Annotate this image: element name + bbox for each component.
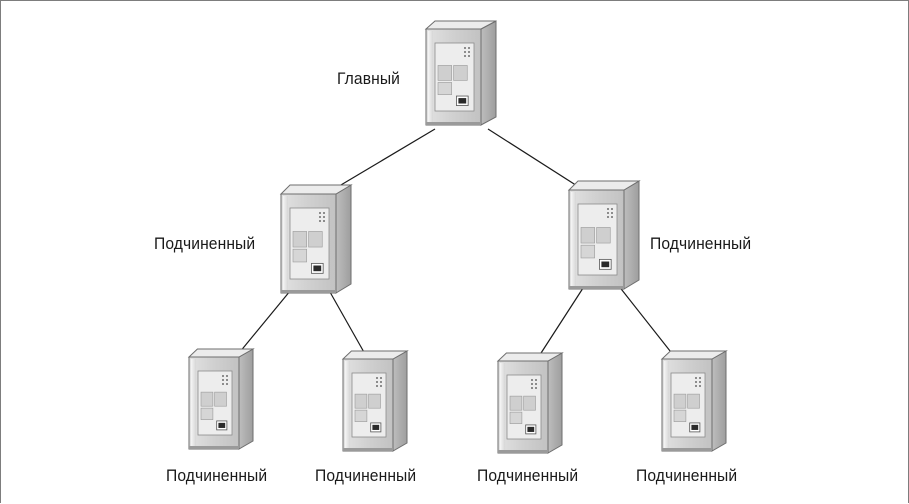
node-label-root: Главный <box>337 69 400 88</box>
node-label-leaf1: Подчиненный <box>166 466 268 485</box>
server-icon <box>567 180 641 290</box>
server-icon <box>279 184 353 294</box>
node-label-leaf3: Подчиненный <box>477 466 579 485</box>
server-icon <box>424 20 497 126</box>
server-icon <box>660 350 728 452</box>
node-label-leaf2: Подчиненный <box>315 466 417 485</box>
node-label-right: Подчиненный <box>650 234 752 253</box>
server-icon <box>341 350 409 452</box>
nodes-layer <box>187 20 728 454</box>
node-label-leaf4: Подчиненный <box>636 466 738 485</box>
node-label-left: Подчиненный <box>154 234 256 253</box>
server-icon <box>187 348 255 450</box>
server-icon <box>496 352 564 454</box>
